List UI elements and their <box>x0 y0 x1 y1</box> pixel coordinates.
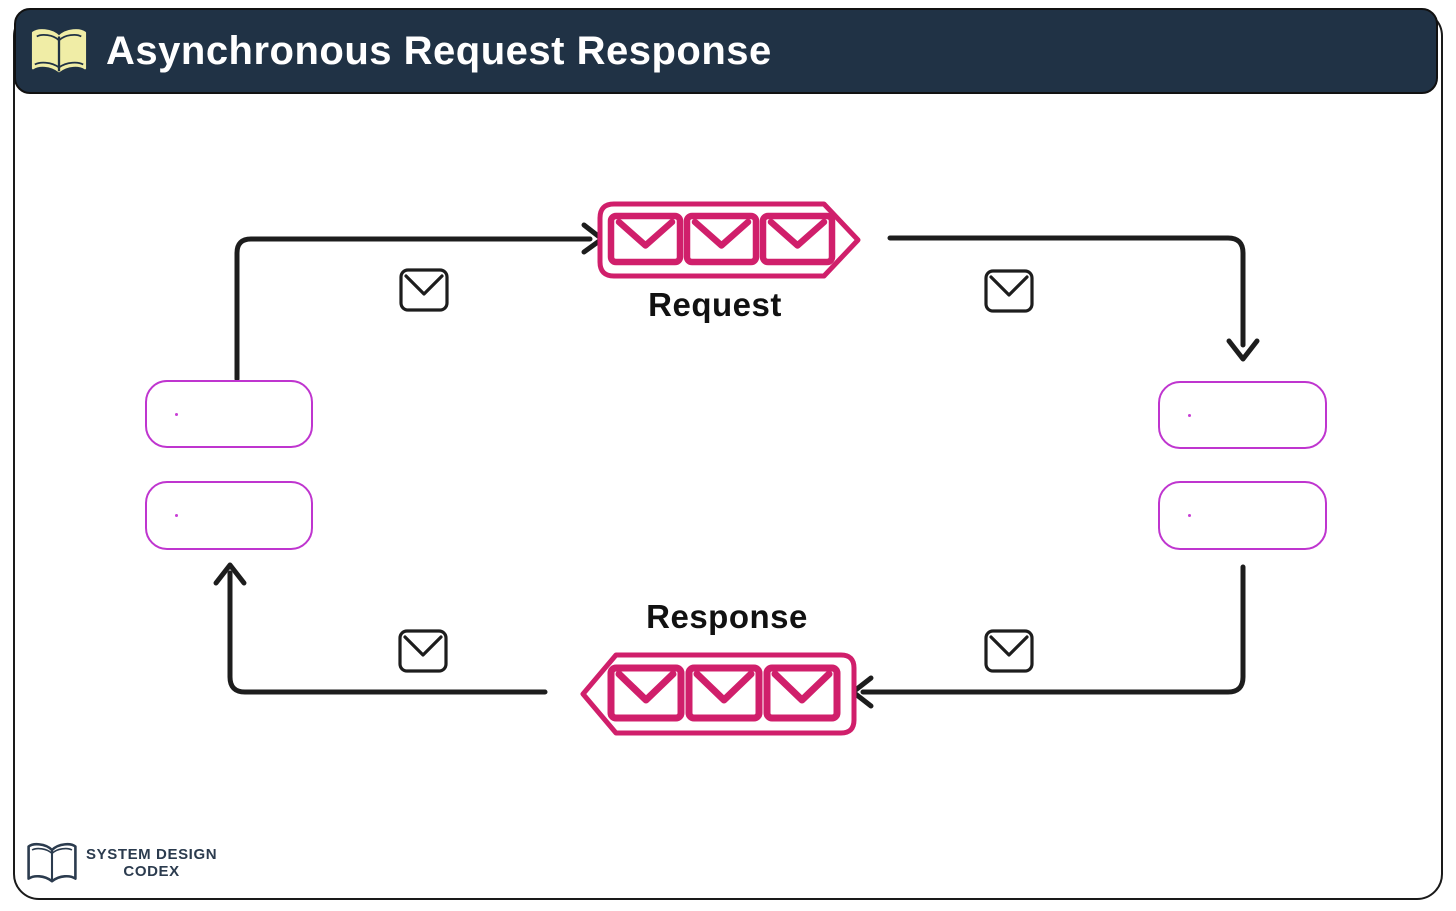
response-queue-envelopes <box>607 664 841 722</box>
message-envelope-icon <box>984 629 1034 673</box>
brand-text: SYSTEM DESIGN CODEX <box>86 846 217 881</box>
open-book-icon <box>31 29 87 73</box>
response-label: Response <box>646 598 808 635</box>
brand-logo: SYSTEM DESIGN CODEX <box>26 840 217 886</box>
request-queue <box>597 201 861 279</box>
message-envelope-icon <box>398 629 448 673</box>
placeholder-dot <box>1188 514 1191 517</box>
brand-line2: CODEX <box>123 863 180 880</box>
brand-line1: SYSTEM DESIGN <box>86 845 218 863</box>
request-label: Request <box>648 286 782 323</box>
placeholder-dot <box>175 514 178 517</box>
message-envelope-icon <box>399 268 449 312</box>
placeholder-dot <box>1188 414 1191 417</box>
response-queue <box>580 652 857 736</box>
node-left-top <box>145 380 313 448</box>
node-left-bottom <box>145 481 313 550</box>
request-queue-envelopes <box>607 212 836 266</box>
header-bar: Asynchronous Request Response <box>14 8 1438 94</box>
outer-frame <box>13 10 1443 900</box>
placeholder-dot <box>175 413 178 416</box>
node-right-top <box>1158 381 1327 449</box>
message-envelope-icon <box>984 269 1034 313</box>
node-right-bottom <box>1158 481 1327 550</box>
open-book-icon <box>27 842 77 883</box>
page-title: Asynchronous Request Response <box>106 28 772 73</box>
